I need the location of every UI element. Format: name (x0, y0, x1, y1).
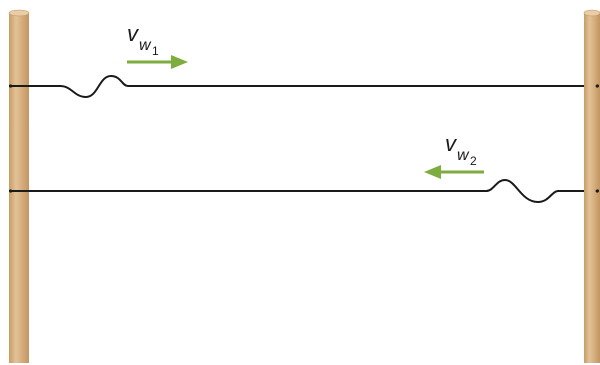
wave2-velocity-label: v w 2 (445, 131, 477, 168)
right-post (584, 10, 600, 363)
lower-string (9, 180, 584, 202)
upper-string-left-wrap (10, 85, 12, 87)
wave2-sub2: 2 (470, 154, 477, 168)
wave1-sub2: 1 (152, 44, 159, 58)
lower-string-right-wrap (596, 190, 598, 192)
upper-string-right-wrap (596, 85, 598, 87)
upper-string (9, 76, 584, 97)
wave2-sub1: w (457, 147, 470, 164)
left-post (9, 10, 29, 363)
wave1-velocity-label: v w 1 (127, 21, 159, 58)
lower-string-left-wrap (10, 190, 12, 192)
wave1-sub1: w (139, 37, 152, 54)
